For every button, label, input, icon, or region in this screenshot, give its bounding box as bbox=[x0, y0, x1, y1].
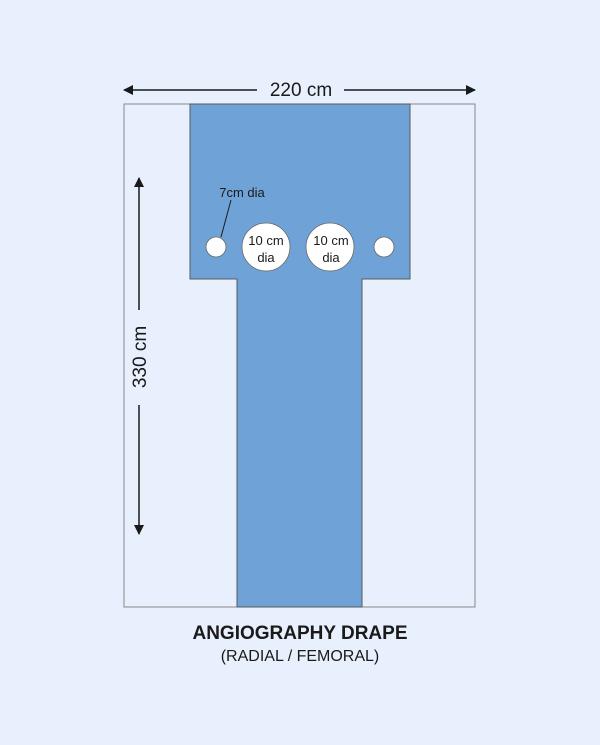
drape-shape bbox=[189, 103, 411, 608]
small-hole-right bbox=[373, 236, 395, 258]
large-hole-1-line1: 10 cm bbox=[248, 233, 283, 248]
height-label: 330 cm bbox=[130, 326, 151, 388]
small-hole-left bbox=[205, 236, 227, 258]
leader-line bbox=[220, 199, 232, 238]
small-hole-label: 7cm dia bbox=[219, 185, 265, 200]
large-hole-2-line2: dia bbox=[322, 250, 340, 265]
large-hole-right bbox=[305, 222, 355, 272]
title: ANGIOGRAPHY DRAPE bbox=[192, 623, 407, 644]
subtitle: (RADIAL / FEMORAL) bbox=[221, 648, 380, 665]
large-hole-left bbox=[241, 222, 291, 272]
width-label: 220 cm bbox=[270, 80, 332, 101]
large-hole-2-line1: 10 cm bbox=[313, 233, 348, 248]
large-hole-1-line2: dia bbox=[257, 250, 275, 265]
